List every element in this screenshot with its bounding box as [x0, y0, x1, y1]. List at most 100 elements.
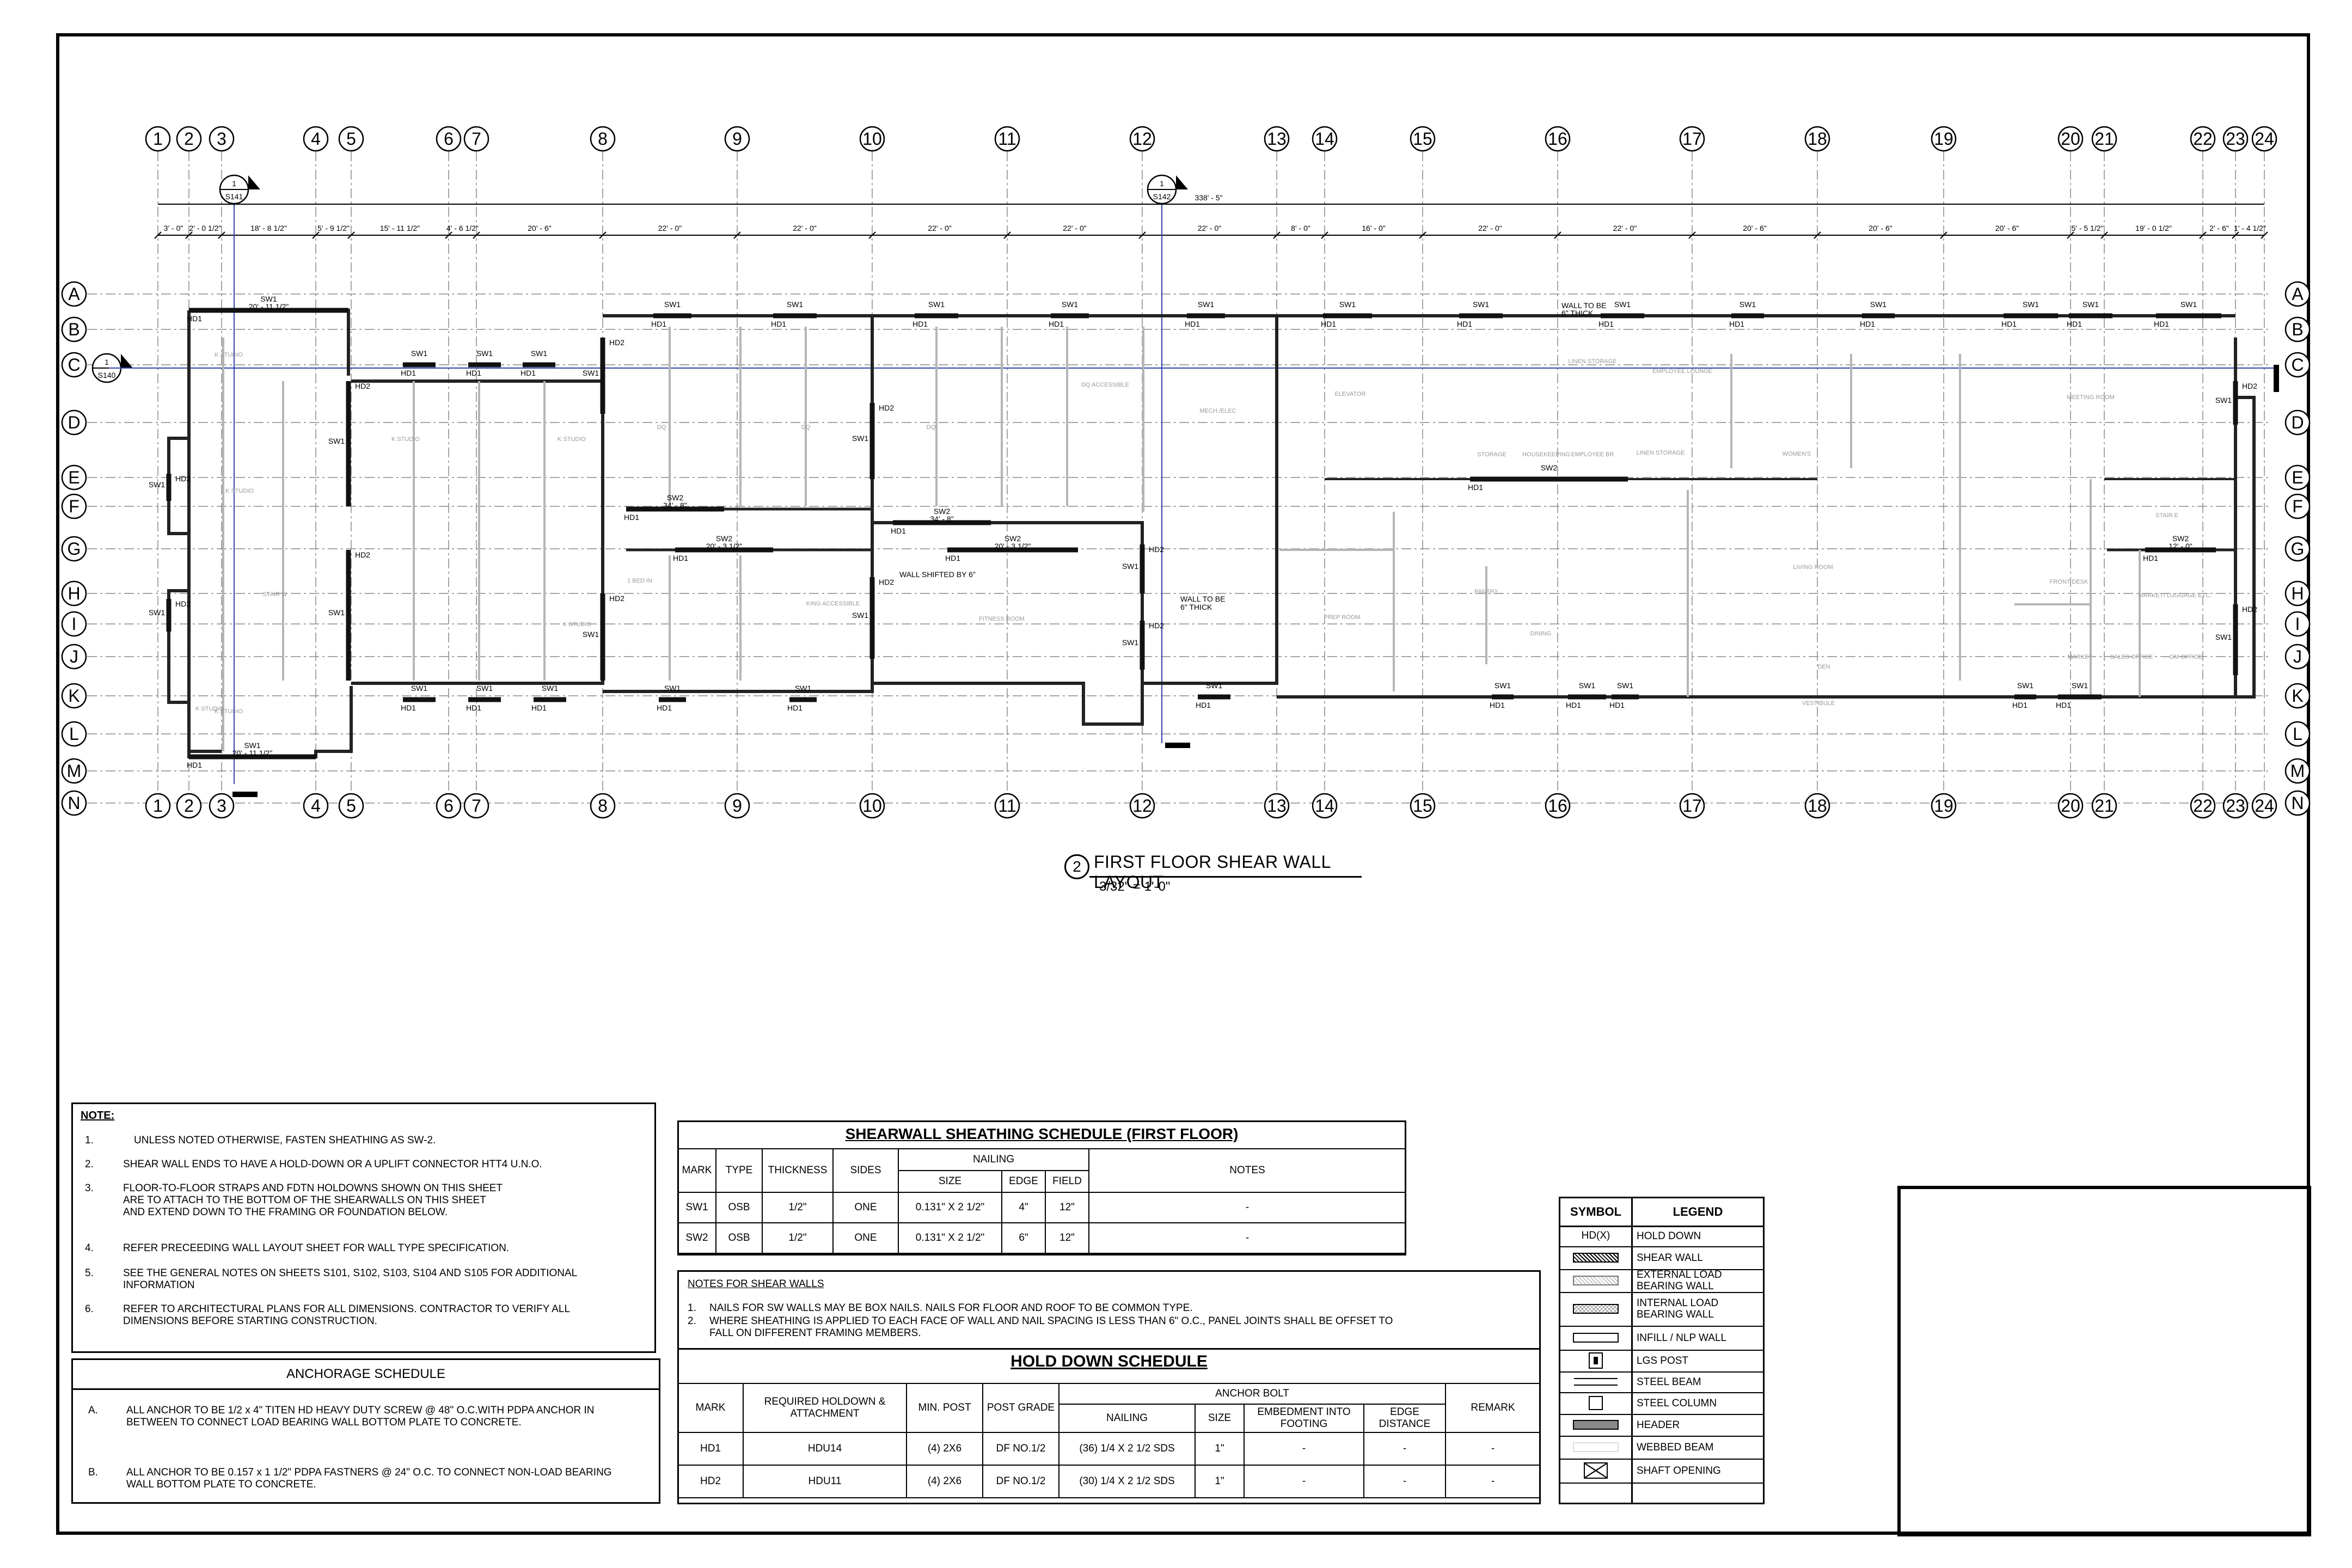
grid-column-label-bottom: 24 [2255, 796, 2274, 816]
grid-row-label-right: H [2291, 584, 2304, 603]
shear-wall-tag: SW1 [328, 437, 345, 445]
table-row: SW1 OSB 1/2" ONE 0.131" X 2 1/2" 4" 12" … [677, 1192, 1406, 1223]
note-number: 5. [85, 1267, 94, 1279]
plate-marker [1165, 743, 1190, 748]
room-label: HOUSEKEEPING [1522, 451, 1570, 458]
shear-wall-tag: SW2 [1541, 463, 1558, 472]
shear-wall-tag: SW1 [1339, 300, 1356, 309]
grid-column-label-top: 22 [2193, 129, 2213, 149]
cell-remark: - [1445, 1465, 1541, 1498]
grid-column-label-bottom: 17 [1682, 796, 1702, 816]
dimension-tick [2100, 231, 2108, 239]
room-label: K STUDIO [225, 488, 254, 494]
wall-thick-note: WALL TO BE [1180, 595, 1225, 603]
room-label: EMPLOYEE LOUNGE [1652, 368, 1712, 375]
wall [603, 314, 874, 693]
shear-wall-length: 20' - 3 1/2" [706, 542, 743, 550]
grid-bubble [2057, 126, 2084, 152]
grid-bubble [209, 793, 235, 819]
legend-row: WEBBED BEAM [1560, 1436, 1765, 1460]
grid-column-label-bottom: 19 [1934, 796, 1953, 816]
holddown-tag: HD1 [466, 369, 481, 377]
grid-bubble [2284, 409, 2311, 436]
grid-column-label-bottom: 22 [2193, 796, 2213, 816]
col-size: SIZE [1195, 1404, 1245, 1433]
dimension-text: 20' - 6" [1869, 224, 1892, 232]
grid-column-label-bottom: 16 [1548, 796, 1567, 816]
grid-column-label-bottom: 5 [346, 796, 356, 816]
grid-bubble [2284, 611, 2311, 637]
grid-column-label-top: 24 [2255, 129, 2274, 149]
holddown-tag: HD2 [609, 338, 624, 347]
holddown-tag: HD2 [609, 594, 624, 603]
col-edge: EDGE [1001, 1170, 1046, 1193]
wall-thick-note: 6" THICK [1561, 309, 1594, 317]
grid-row-label-left: F [69, 497, 79, 516]
table-header-row: MARK REQUIRED HOLDOWN & ATTACHMENT MIN. … [677, 1383, 1541, 1433]
dimension-tick [312, 231, 320, 239]
holddown-schedule-title: HOLD DOWN SCHEDULE [1010, 1352, 1208, 1370]
square-swatch [1589, 1396, 1603, 1410]
holddown-tag: HD1 [1598, 320, 1614, 328]
double-line-swatch [1574, 1378, 1618, 1386]
overall-dimension-text: 338' - 5" [1195, 193, 1222, 202]
holddown-tag: HD1 [187, 761, 202, 769]
dimension-text: 5' - 5 1/2" [2071, 224, 2103, 232]
drawing-title-text: FIRST FLOOR SHEAR WALL LAYOUT [1094, 852, 1331, 892]
col-nailing: NAILING [1058, 1404, 1196, 1433]
cell-mark: HD2 [677, 1465, 744, 1498]
legend-label: INTERNAL LOAD BEARING WALL [1637, 1297, 1719, 1320]
section-arrow [1176, 175, 1188, 189]
holddown-tag: HD1 [1196, 701, 1211, 709]
shear-wall-tag: SW1 [1062, 300, 1079, 309]
drawing-scale: 3/32" = 1'-0" [1099, 879, 1171, 894]
shear-wall-tag: SW1 [2023, 300, 2039, 309]
col-post-grade: POST GRADE [982, 1383, 1059, 1433]
grid-column-label-top: 18 [1808, 129, 1827, 149]
grid-bubble [1679, 126, 1705, 152]
dimension-tick [1554, 231, 1561, 239]
table-row: HD1 HDU14 (4) 2X6 DF NO.1/2 (36) 1/4 X 2… [677, 1432, 1541, 1466]
grid-row-label-left: G [68, 539, 81, 559]
grid-column-label-top: 5 [346, 129, 356, 149]
grid-bubble [2284, 352, 2311, 378]
grid-bubble [1545, 793, 1571, 819]
grid-bubble [2284, 580, 2311, 607]
note-number: 2. [688, 1315, 696, 1327]
holddown-tag: HD2 [355, 550, 370, 559]
shear-wall-tag: SW2 [667, 493, 684, 502]
room-label: STAIR E [2155, 512, 2178, 519]
shear-wall-tag: SW1 [2017, 681, 2034, 690]
shear-wall-tag: SW1 [328, 608, 345, 617]
dimension-tick [2261, 231, 2268, 239]
cell-size: 0.131" X 2 1/2" [898, 1222, 1002, 1254]
dimension-text: 5' - 9 1/2" [317, 224, 350, 232]
grid-bubble [61, 464, 87, 491]
wall [187, 686, 353, 758]
grid-bubble [61, 721, 87, 747]
cell-post-grade: DF NO.1/2 [982, 1432, 1059, 1466]
room-label: FITNESS ROOM [979, 616, 1025, 622]
legend-symbol-text: HD(X) [1581, 1230, 1610, 1241]
wall-shifted-note: WALL SHIFTED BY 6" [899, 570, 976, 579]
legend-label: EXTERNAL LOAD BEARING WALL [1637, 1269, 1722, 1292]
grid-row-label-right: G [2291, 539, 2305, 559]
plain-icon [1560, 1326, 1631, 1350]
legend-row: SHAFT OPENING [1560, 1459, 1765, 1484]
note-number: 4. [85, 1242, 94, 1254]
dimension-tick [347, 231, 355, 239]
grid-bubble [1129, 126, 1155, 152]
section-sheet: S140 [98, 371, 116, 379]
shear-wall-tag: SW1 [1206, 681, 1223, 690]
holddown-tag: HD1 [771, 320, 786, 328]
grid-row-label-right: L [2293, 724, 2302, 744]
grid-row-label-left: I [72, 614, 77, 634]
holddown-tag: HD1 [1729, 320, 1744, 328]
grid-bubble [1129, 793, 1155, 819]
grid-column-label-top: 10 [862, 129, 882, 149]
dimension-text: 22' - 0" [793, 224, 816, 232]
grid-bubble [2284, 683, 2311, 709]
dimension-text: 8' - 0" [1291, 224, 1310, 232]
holddown-tag: HD1 [401, 369, 416, 377]
room-label: K STUDIO [391, 436, 420, 443]
